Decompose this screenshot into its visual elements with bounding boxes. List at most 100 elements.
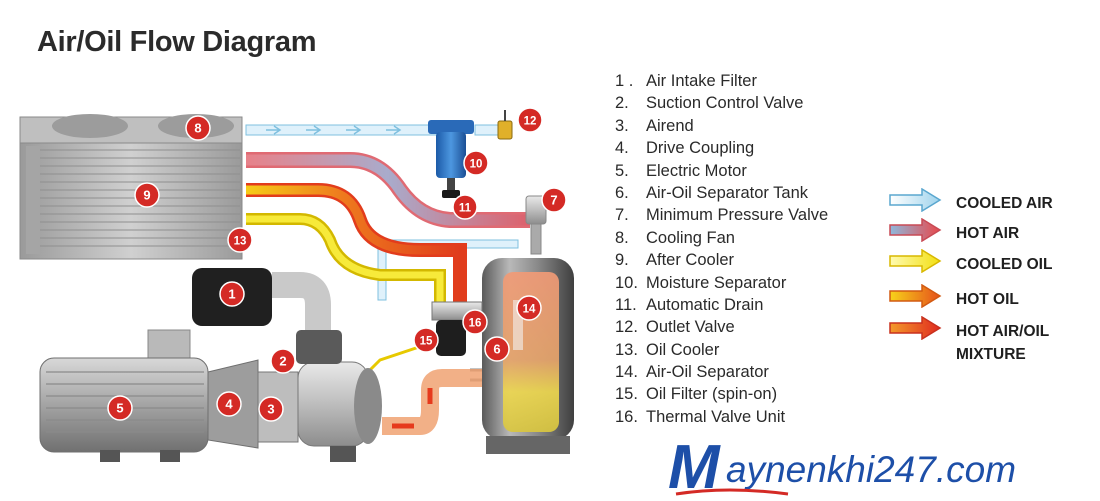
parts-list-item: 1 .Air Intake Filter bbox=[615, 70, 828, 92]
hot-air-oil-mixture-arrow-icon bbox=[889, 316, 942, 340]
legend-item-hot-air: HOT AIR bbox=[888, 216, 1088, 246]
hot-oil-line bbox=[246, 183, 467, 310]
separator-tank bbox=[470, 258, 574, 454]
parts-list-item: 4. Drive Coupling bbox=[615, 137, 828, 159]
part-marker-13: 13 bbox=[227, 227, 253, 253]
marker-number: 1 bbox=[228, 287, 235, 302]
discharge-pipe bbox=[382, 369, 482, 435]
part-number: 8. bbox=[615, 228, 629, 247]
marker-number: 5 bbox=[116, 401, 123, 416]
marker-circle bbox=[516, 295, 542, 321]
minimum-pressure-valve bbox=[525, 195, 547, 255]
part-marker-5: 5 bbox=[107, 395, 133, 421]
parts-list-item: 12. Outlet Valve bbox=[615, 316, 828, 338]
watermark-text: aynenkhi247.com bbox=[726, 449, 1016, 490]
part-name: Automatic Drain bbox=[646, 295, 764, 314]
part-name: Suction Control Valve bbox=[646, 94, 804, 113]
parts-list-item: 5. Electric Motor bbox=[615, 160, 828, 182]
part-number: 3. bbox=[615, 116, 629, 135]
part-name: Drive Coupling bbox=[646, 139, 755, 158]
parts-list-item: 13.Oil Cooler bbox=[615, 339, 828, 361]
outlet-valve bbox=[497, 110, 513, 140]
part-number: 11. bbox=[615, 295, 637, 314]
legend-label: COOLED AIR bbox=[956, 195, 1053, 212]
part-number: 4. bbox=[615, 139, 629, 158]
part-marker-11: 11 bbox=[452, 194, 478, 220]
marker-circle bbox=[270, 348, 296, 374]
part-marker-16: 16 bbox=[462, 309, 488, 335]
parts-list-item: 16.Thermal Valve Unit bbox=[615, 406, 828, 428]
watermark-swoosh bbox=[675, 488, 789, 496]
part-number: 9. bbox=[615, 251, 629, 270]
part-marker-2: 2 bbox=[270, 348, 296, 374]
parts-list-item: 3. Airend bbox=[615, 115, 828, 137]
parts-list-item: 2. Suction Control Valve bbox=[615, 92, 828, 114]
hot-air-arrow-icon bbox=[889, 218, 942, 242]
marker-number: 3 bbox=[267, 402, 274, 417]
part-number: 7. bbox=[615, 206, 629, 225]
part-marker-9: 9 bbox=[134, 182, 160, 208]
part-marker-1: 1 bbox=[219, 281, 245, 307]
part-name: Air-Oil Separator Tank bbox=[646, 183, 809, 202]
marker-number: 10 bbox=[470, 159, 483, 171]
marker-number: 2 bbox=[279, 354, 286, 369]
cooled-oil-arrow-icon bbox=[889, 249, 942, 273]
part-number: 1 . bbox=[615, 72, 634, 90]
marker-circle bbox=[452, 194, 478, 220]
parts-list-item: 6. Air-Oil Separator Tank bbox=[615, 182, 828, 204]
legend-label-line2: MIXTURE bbox=[956, 346, 1026, 363]
marker-circle bbox=[462, 309, 488, 335]
part-name: Airend bbox=[646, 116, 694, 135]
marker-circle bbox=[541, 187, 567, 213]
legend-item-cooled-air: COOLED AIR bbox=[888, 186, 1088, 216]
marker-circle bbox=[107, 395, 133, 421]
part-name: After Cooler bbox=[646, 251, 735, 270]
legend-label: COOLED OIL bbox=[956, 256, 1053, 273]
marker-number: 15 bbox=[420, 336, 433, 348]
marker-number: 4 bbox=[225, 397, 233, 412]
marker-circle bbox=[413, 327, 439, 353]
marker-number: 7 bbox=[550, 193, 557, 208]
marker-number: 9 bbox=[143, 188, 150, 203]
marker-circle bbox=[185, 115, 211, 141]
parts-list-item: 11. Automatic Drain bbox=[615, 294, 828, 316]
marker-circle bbox=[219, 281, 245, 307]
part-marker-6: 6 bbox=[484, 336, 510, 362]
air-intake-filter bbox=[192, 268, 331, 335]
parts-list-item: 10.Moisture Separator bbox=[615, 272, 828, 294]
part-number: 6. bbox=[615, 183, 629, 202]
part-number: 16. bbox=[615, 407, 638, 426]
part-name: Moisture Separator bbox=[646, 273, 787, 292]
moisture-separator bbox=[428, 120, 474, 198]
marker-circle bbox=[463, 150, 489, 176]
part-number: 15. bbox=[615, 385, 638, 404]
marker-number: 8 bbox=[194, 121, 201, 136]
cooled-air-arrow-icon bbox=[889, 188, 942, 212]
part-marker-7: 7 bbox=[541, 187, 567, 213]
part-number: 12. bbox=[615, 318, 638, 337]
part-marker-3: 3 bbox=[258, 396, 284, 422]
diagram-title: Air/Oil Flow Diagram bbox=[37, 26, 317, 58]
parts-list-item: 15.Oil Filter (spin-on) bbox=[615, 383, 828, 405]
marker-circle bbox=[484, 336, 510, 362]
marker-circle bbox=[216, 391, 242, 417]
part-marker-14: 14 bbox=[516, 295, 542, 321]
watermark-first-letter: M bbox=[668, 438, 721, 498]
watermark-logo: M aynenkhi247.com bbox=[668, 438, 1016, 498]
legend-label: HOT AIR bbox=[956, 225, 1020, 242]
part-number: 13. bbox=[615, 340, 638, 359]
part-marker-15: 15 bbox=[413, 327, 439, 353]
parts-list-item: 7.Minimum Pressure Valve bbox=[615, 204, 828, 226]
part-number: 5. bbox=[615, 161, 629, 180]
part-name: Outlet Valve bbox=[646, 318, 735, 337]
legend-item-cooled-oil: COOLED OIL bbox=[888, 247, 1088, 277]
part-name: Electric Motor bbox=[646, 161, 747, 180]
marker-circle bbox=[134, 182, 160, 208]
parts-list-item: 9. After Cooler bbox=[615, 249, 828, 271]
part-number: 2. bbox=[615, 94, 629, 113]
motor-assembly bbox=[39, 329, 382, 462]
